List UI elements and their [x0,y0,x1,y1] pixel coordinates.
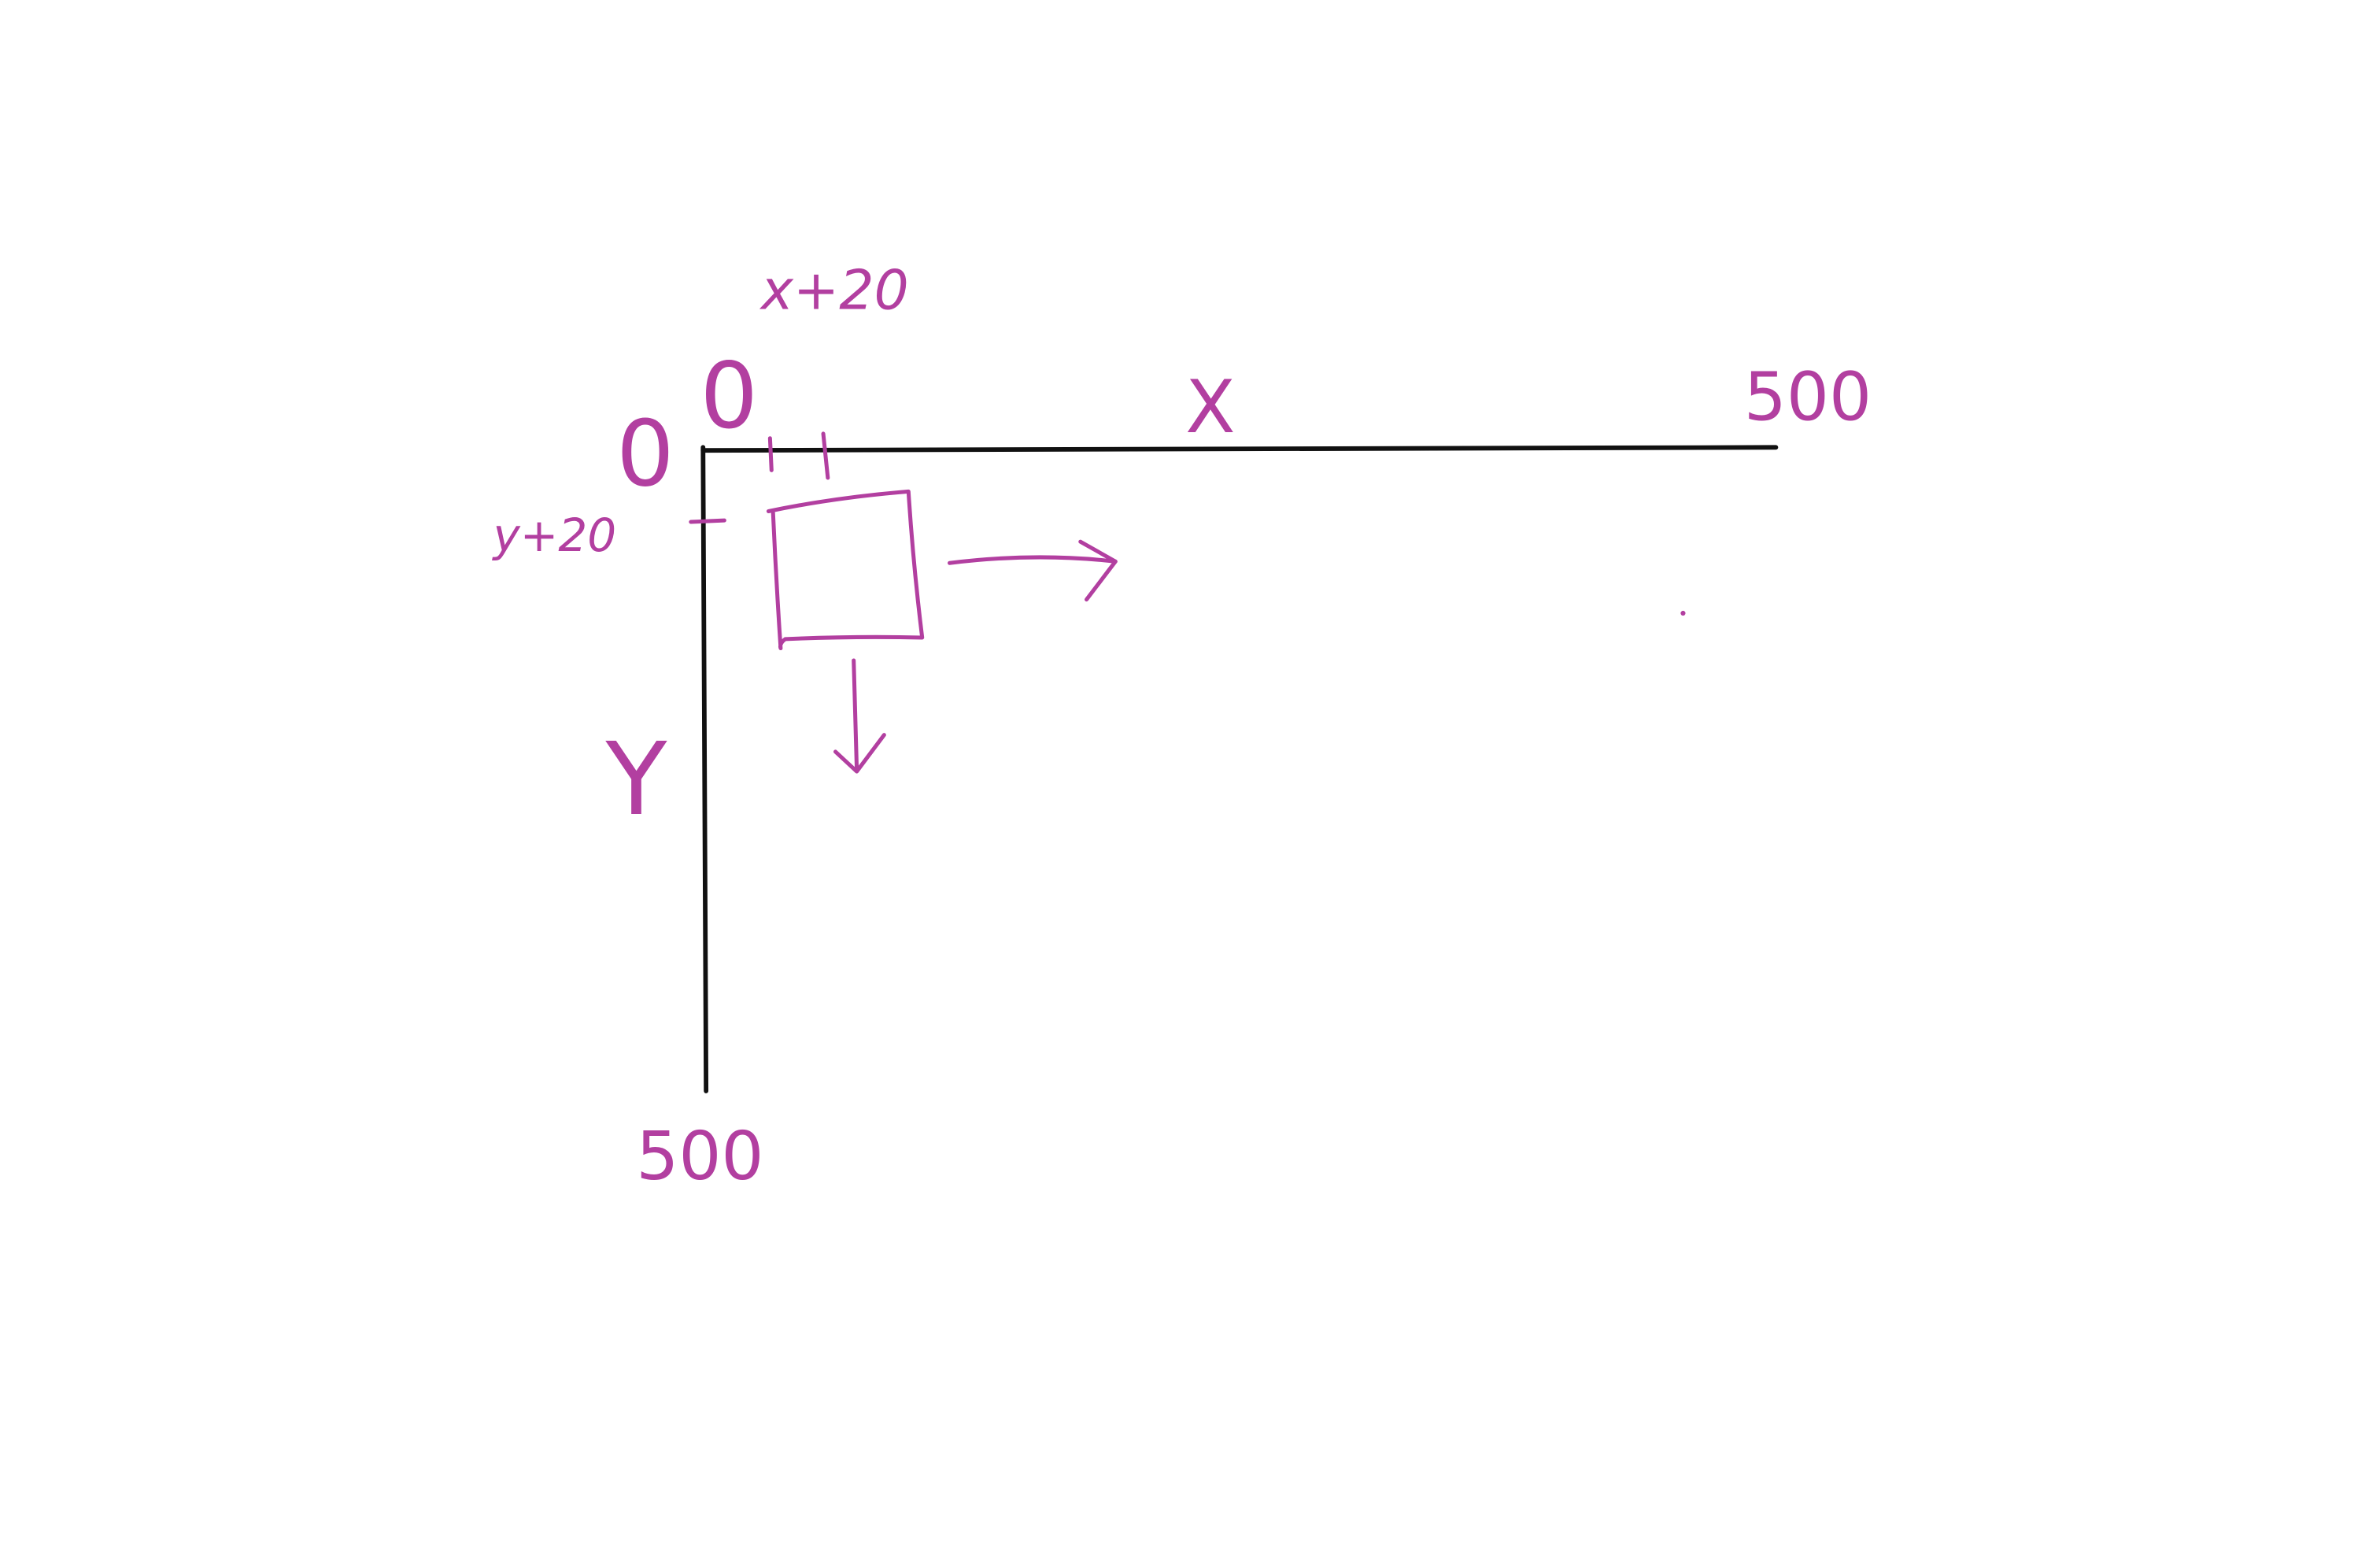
stray-dot [1680,610,1686,616]
x-offset-label: x+20 [759,258,909,322]
x-offset-ticks [767,431,830,480]
y-axis-line [700,445,709,1093]
y-offset-tick [689,518,726,524]
y-offset-label: y+20 [491,509,616,562]
origin-y-label: 0 [616,401,674,508]
down-arrow-icon [833,658,886,774]
origin-x-label: 0 [700,343,758,449]
x-axis-line [700,445,1779,453]
square-object [766,489,925,651]
x-axis-label: X [1185,364,1236,449]
right-arrow-icon [947,539,1118,602]
x-max-label: 500 [1744,359,1872,437]
y-max-label: 500 [636,1118,763,1196]
y-axis-label: Y [605,722,668,838]
